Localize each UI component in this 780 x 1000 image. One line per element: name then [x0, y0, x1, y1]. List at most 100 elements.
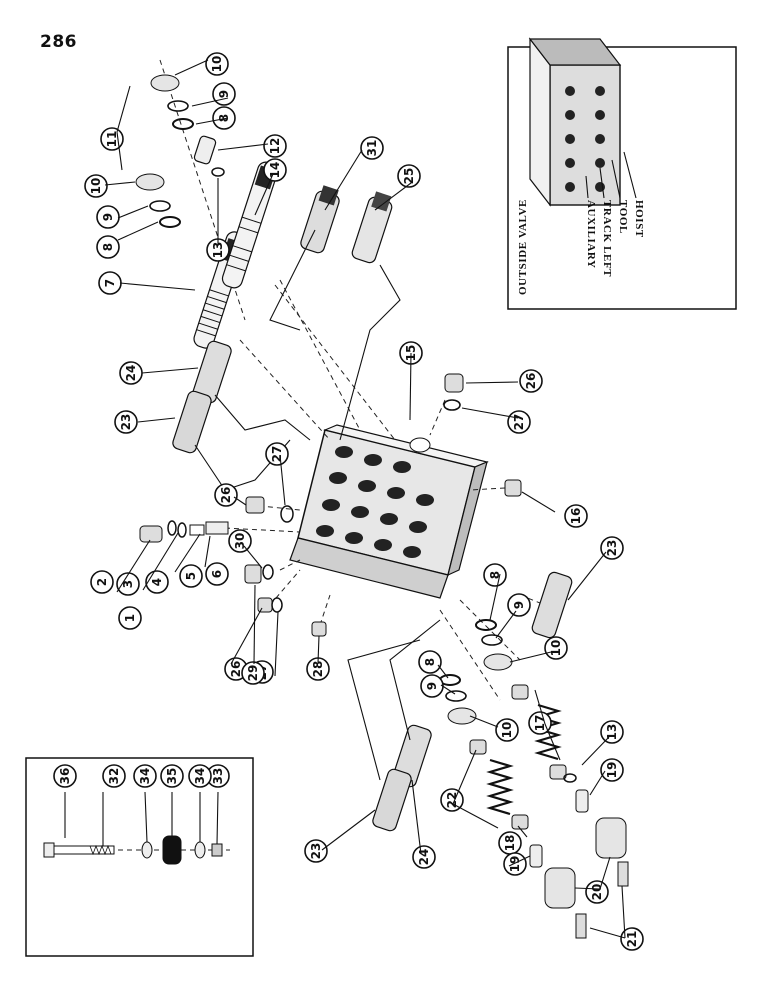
- callout-34-label: 34: [193, 768, 207, 785]
- plug-29: [244, 564, 262, 584]
- callout-9-label: 9: [512, 601, 526, 609]
- plate-10-top: [150, 74, 180, 92]
- plate-10-mid: [447, 707, 477, 725]
- callout-26-label: 26: [229, 661, 243, 678]
- callout-25-label: 25: [402, 168, 416, 185]
- callout-8-label: 8: [217, 114, 231, 122]
- callout-10-label: 10: [210, 56, 224, 73]
- callout-8-label: 8: [423, 658, 437, 666]
- ring-9-mid: [445, 690, 467, 702]
- callout-1: 1: [118, 606, 142, 630]
- callout-18-label: 18: [503, 835, 517, 852]
- callout-28-label: 28: [311, 661, 325, 678]
- callout-11: 11: [100, 127, 124, 151]
- callout-31: 31: [360, 136, 384, 160]
- callout-26: 26: [214, 483, 238, 507]
- callout-6-label: 6: [210, 570, 224, 578]
- inset-valve-body: [528, 37, 622, 207]
- callout-26: 26: [224, 657, 248, 681]
- callout-29-label: 29: [246, 665, 260, 682]
- callout-2-label: 2: [95, 578, 109, 586]
- callout-4: 4: [145, 570, 169, 594]
- callout-26-label: 26: [524, 373, 538, 390]
- callout-12-label: 12: [268, 138, 282, 155]
- washer-34b: [194, 841, 206, 859]
- ring-9-right: [481, 634, 503, 646]
- callout-21-label: 21: [625, 931, 639, 948]
- page-number: 286: [40, 32, 77, 52]
- callout-13-label: 13: [605, 724, 619, 741]
- callout-19: 19: [503, 852, 527, 876]
- callout-25: 25: [397, 164, 421, 188]
- stem-19-left: [529, 844, 543, 868]
- callout-20-label: 20: [590, 884, 604, 901]
- callout-28: 28: [306, 657, 330, 681]
- callout-24: 24: [412, 845, 436, 869]
- ring-9-top: [167, 100, 189, 112]
- mounting-hardware-inset: [25, 757, 254, 957]
- screw-21-right: [617, 861, 629, 887]
- callout-27: 27: [507, 410, 531, 434]
- callout-10: 10: [544, 636, 568, 660]
- callout-23-label: 23: [309, 843, 323, 860]
- cap-20-right: [595, 817, 627, 859]
- valve-body-ports: [316, 446, 434, 558]
- callout-8: 8: [96, 235, 120, 259]
- callout-19: 19: [600, 758, 624, 782]
- callout-10: 10: [205, 52, 229, 76]
- relief-valve-31: [300, 185, 340, 254]
- callout-35-label: 35: [165, 768, 179, 785]
- callout-21: 21: [620, 927, 644, 951]
- plug-26-upper: [245, 496, 265, 514]
- callout-23-label: 23: [119, 414, 133, 431]
- oring-27-right: [443, 399, 461, 411]
- rubber-mount-35: [162, 835, 182, 865]
- relief-valve-23-top: [172, 390, 212, 454]
- callout-9-label: 9: [217, 90, 231, 98]
- oring-13-right: [563, 773, 577, 783]
- routing-lines: [194, 229, 441, 781]
- detent-assembly-1: [139, 520, 229, 543]
- callout-27-label: 27: [270, 446, 284, 463]
- callout-24-label: 24: [417, 849, 431, 866]
- callout-24: 24: [119, 361, 143, 385]
- callout-9: 9: [507, 593, 531, 617]
- callout-8-label: 8: [101, 243, 115, 251]
- callout-26-label: 26: [219, 487, 233, 504]
- washer-34a: [141, 841, 153, 859]
- callout-10: 10: [84, 174, 108, 198]
- plate-10-left: [135, 173, 165, 191]
- callout-1-label: 1: [123, 614, 137, 622]
- callout-3-label: 3: [121, 580, 135, 588]
- oring-27-lower: [271, 597, 283, 613]
- callout-9-label: 9: [425, 682, 439, 690]
- callout-20: 20: [585, 880, 609, 904]
- callout-10: 10: [495, 718, 519, 742]
- callout-9: 9: [96, 205, 120, 229]
- callout-10-label: 10: [500, 722, 514, 739]
- callout-5: 5: [179, 564, 203, 588]
- callout-23: 23: [600, 536, 624, 560]
- spool-end-12: [193, 135, 217, 165]
- screw-21-left: [575, 913, 587, 939]
- plug-26-lower: [257, 597, 273, 613]
- callout-13-label: 13: [211, 242, 225, 259]
- callout-22-label: 22: [445, 792, 459, 809]
- callout-7: 7: [98, 271, 122, 295]
- callout-leaders: [104, 59, 626, 939]
- callout-6: 6: [205, 562, 229, 586]
- callout-16: 16: [564, 504, 588, 528]
- inset-label-auxiliary: AUXILIARY: [585, 200, 597, 269]
- outside-valve-inset: OUTSIDE VALVE HOIST TOOL TRACK LEFT AUXI…: [507, 37, 737, 310]
- callout-2: 2: [90, 570, 114, 594]
- plate-10-right: [483, 653, 513, 671]
- callout-8: 8: [418, 650, 442, 674]
- callout-36-label: 36: [58, 768, 72, 785]
- ring-8-top: [172, 118, 194, 130]
- callout-24-label: 24: [124, 365, 138, 382]
- callout-8: 8: [483, 563, 507, 587]
- callout-32-label: 32: [107, 768, 121, 785]
- relief-valve-25: [351, 191, 393, 264]
- callout-8: 8: [212, 106, 236, 130]
